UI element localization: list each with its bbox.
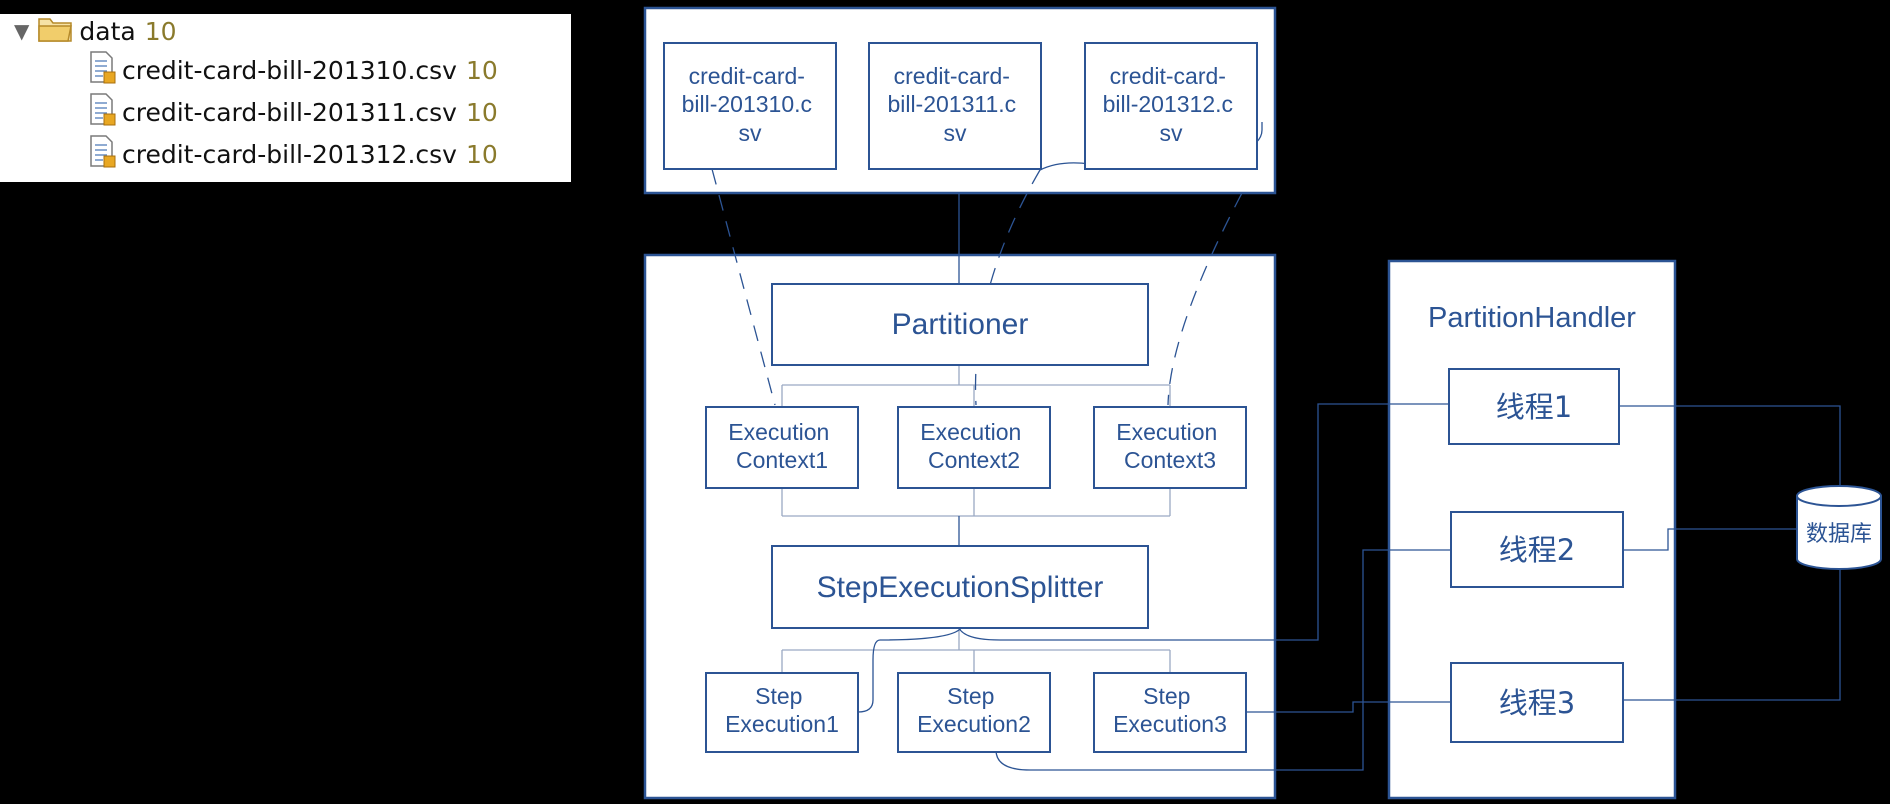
tree-file-row[interactable]: credit-card-bill-201311.csv 10	[88, 93, 498, 131]
folder-count: 10	[144, 16, 177, 46]
database-icon	[1796, 485, 1882, 570]
thread-label: 线程2	[1499, 533, 1575, 567]
input-file-box	[663, 42, 837, 170]
step-execution-label: Step Execution1	[725, 683, 839, 737]
execution-context-box	[1093, 406, 1247, 489]
expand-triangle-icon[interactable]: ▼	[14, 19, 30, 43]
thread-box	[1450, 662, 1624, 743]
file-name: credit-card-bill-201310.csv	[122, 55, 457, 85]
step-execution-box	[705, 672, 859, 753]
thread-label: 线程3	[1499, 686, 1575, 720]
partition-handler-title: PartitionHandler	[1428, 302, 1636, 334]
connectors	[711, 122, 1841, 771]
step-execution-box	[1093, 672, 1247, 753]
input-file-label: credit-card- bill-201311.c sv	[887, 63, 1022, 146]
file-count: 10	[465, 97, 498, 127]
step-execution-splitter-label: StepExecutionSplitter	[817, 571, 1104, 604]
step-execution-box	[897, 672, 1051, 753]
csv-file-icon	[88, 134, 118, 174]
csv-file-icon	[88, 92, 118, 132]
thread-label: 线程1	[1496, 390, 1572, 424]
database-label: 数据库	[1806, 522, 1872, 547]
tree-folder-row[interactable]: ▼ data 10	[14, 12, 177, 50]
input-file-label: credit-card- bill-201310.c sv	[682, 63, 819, 146]
execution-context-box	[897, 406, 1051, 489]
csv-file-icon	[88, 50, 118, 90]
step-execution-label: Step Execution2	[917, 683, 1031, 737]
tree-file-row[interactable]: credit-card-bill-201312.csv 10	[88, 135, 498, 173]
folder-name: data	[79, 16, 136, 46]
execution-context-label: Execution Context1	[728, 419, 835, 473]
file-tree: ▼ data 10 credit-card-bill-201310.csv 10…	[0, 14, 571, 182]
tree-file-row[interactable]: credit-card-bill-201310.csv 10	[88, 51, 498, 89]
execution-context-box	[705, 406, 859, 489]
file-count: 10	[465, 55, 498, 85]
input-file-box	[868, 42, 1042, 170]
input-file-box	[1084, 42, 1258, 170]
step-execution-splitter-box	[771, 545, 1149, 629]
thread-box	[1448, 368, 1620, 445]
file-name: credit-card-bill-201311.csv	[122, 97, 457, 127]
execution-context-label: Execution Context2	[920, 419, 1027, 473]
file-count: 10	[465, 139, 498, 169]
input-file-label: credit-card- bill-201312.c sv	[1103, 63, 1240, 146]
folder-icon	[37, 13, 75, 49]
partitioner-box	[771, 283, 1149, 366]
partitioner-label: Partitioner	[892, 308, 1029, 341]
thread-box	[1450, 511, 1624, 588]
execution-context-label: Execution Context3	[1116, 419, 1223, 473]
file-name: credit-card-bill-201312.csv	[122, 139, 457, 169]
step-execution-label: Step Execution3	[1113, 683, 1227, 737]
